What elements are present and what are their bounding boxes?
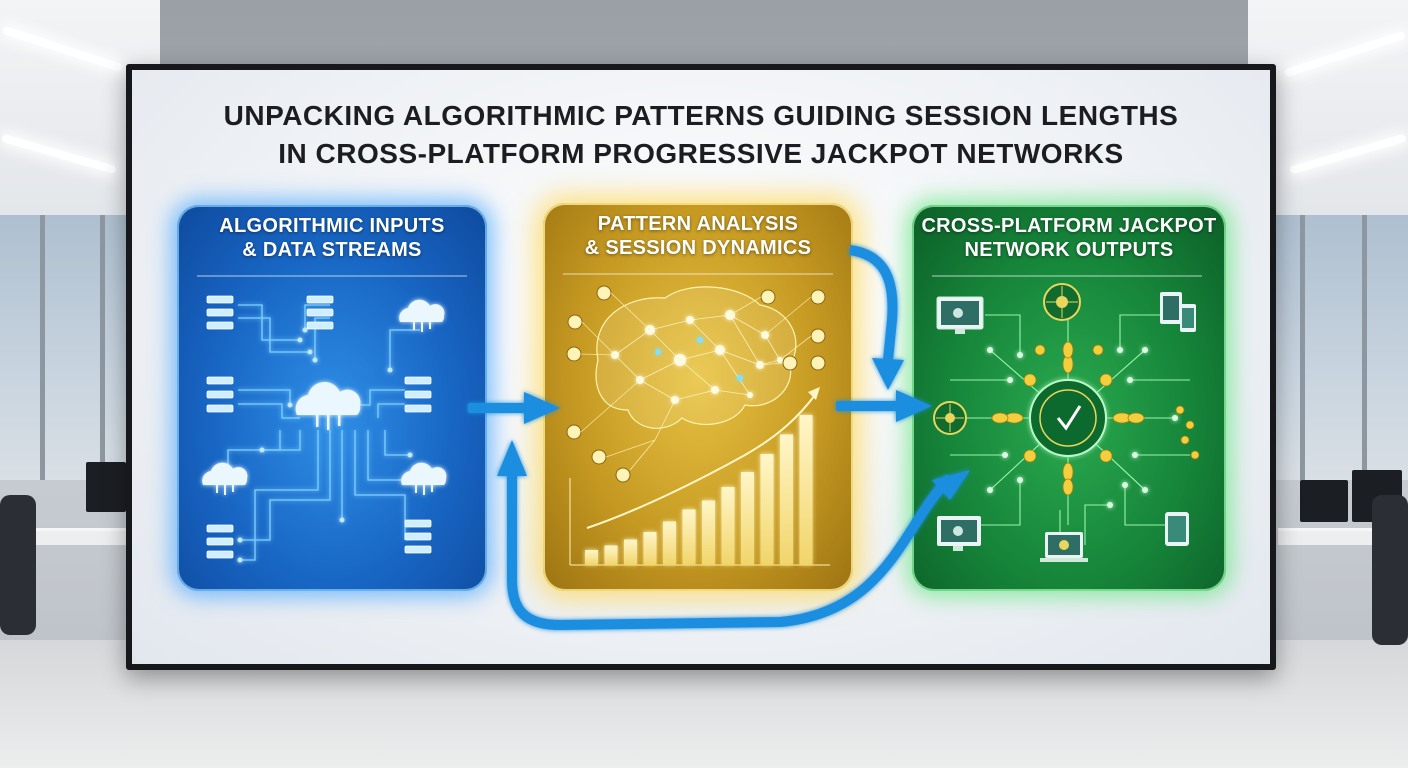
panel-title-line-2: & DATA STREAMS	[242, 239, 422, 261]
chart-bar	[643, 532, 657, 565]
window-mullion	[100, 215, 105, 480]
cloud-icon	[295, 382, 361, 430]
chart-bar	[702, 500, 715, 565]
office-chair	[1372, 495, 1408, 645]
server-icon	[404, 376, 432, 413]
gold-coin-icon	[991, 341, 1200, 496]
window-mullion	[1300, 215, 1305, 480]
chart-bar	[741, 472, 754, 565]
chart-bar	[585, 550, 598, 565]
jackpot-wheel-icon	[1043, 283, 1081, 321]
server-icon	[306, 295, 334, 330]
chart-bar	[780, 434, 793, 565]
phone-tablet-icon	[1160, 292, 1196, 332]
office-desk	[20, 528, 130, 545]
panel-title-line-1: ALGORITHMIC INPUTS	[219, 215, 445, 237]
panel-divider	[197, 275, 467, 277]
server-icon	[206, 295, 234, 330]
chart-bar	[604, 545, 618, 565]
desktop-monitor-icon	[936, 296, 984, 334]
panel-divider	[563, 273, 833, 275]
panel-title-line-2: & SESSION DYNAMICS	[584, 237, 812, 259]
desktop-monitor-icon	[937, 516, 981, 551]
node-connectors	[580, 292, 812, 458]
network-nodes	[957, 347, 1178, 508]
chart-bar	[760, 454, 774, 565]
chart-bar	[682, 509, 696, 565]
panel-title-line-1: CROSS-PLATFORM JACKPOT	[921, 215, 1217, 237]
desk-monitor	[86, 462, 126, 512]
laptop-icon	[1040, 532, 1088, 562]
desk-monitor	[1300, 480, 1348, 522]
neural-network-brain-icon	[595, 286, 797, 471]
trend-arrowhead	[808, 387, 820, 400]
data-stream-circuits	[227, 304, 421, 561]
cloud-icon	[399, 299, 445, 332]
panel-title-line-2: NETWORK OUTPUTS	[964, 239, 1174, 261]
server-icon	[404, 519, 432, 554]
cloud-icon	[202, 462, 248, 495]
panel-title-line-1: PATTERN ANALYSIS	[597, 213, 799, 235]
jackpot-wheel-icon	[1029, 379, 1107, 457]
tablet-icon	[1165, 512, 1189, 546]
window-mullion	[1362, 215, 1367, 480]
server-icon	[206, 524, 234, 559]
server-icon	[206, 376, 234, 413]
chart-bar	[624, 539, 637, 565]
panel-divider	[932, 275, 1202, 277]
chart-bar	[799, 415, 813, 565]
chart-bar	[663, 521, 676, 565]
window-mullion	[40, 215, 45, 480]
cloud-icon	[401, 462, 447, 495]
office-chair	[0, 495, 36, 635]
page-title-line-1: UNPACKING ALGORITHMIC PATTERNS GUIDING S…	[223, 100, 1179, 131]
jackpot-wheel-icon	[933, 401, 967, 435]
chart-bar	[721, 487, 735, 565]
page-title-line-2: IN CROSS-PLATFORM PROGRESSIVE JACKPOT NE…	[278, 138, 1124, 169]
